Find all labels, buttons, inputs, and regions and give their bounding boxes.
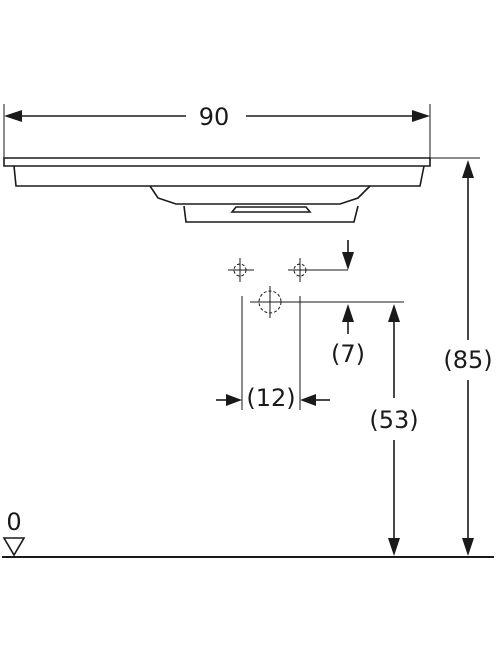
width-label: 90 bbox=[199, 103, 230, 131]
drain-width-dimension: (12) bbox=[216, 296, 330, 412]
overall-height-dimension: (85) bbox=[430, 157, 493, 556]
floor-level-label: 0 bbox=[6, 508, 21, 536]
floor-level: 0 bbox=[2, 508, 494, 558]
drain-mark bbox=[250, 286, 404, 334]
drain-height-dimension: (53) bbox=[369, 304, 419, 556]
tap-hole-marks bbox=[228, 240, 354, 282]
tap-offset-label: (7) bbox=[331, 340, 365, 368]
width-dimension: 90 bbox=[3, 103, 431, 158]
overall-height-label: (85) bbox=[443, 346, 492, 374]
basin-outline bbox=[3, 157, 431, 223]
drain-height-label: (53) bbox=[369, 406, 418, 434]
drain-width-label: (12) bbox=[246, 384, 295, 412]
